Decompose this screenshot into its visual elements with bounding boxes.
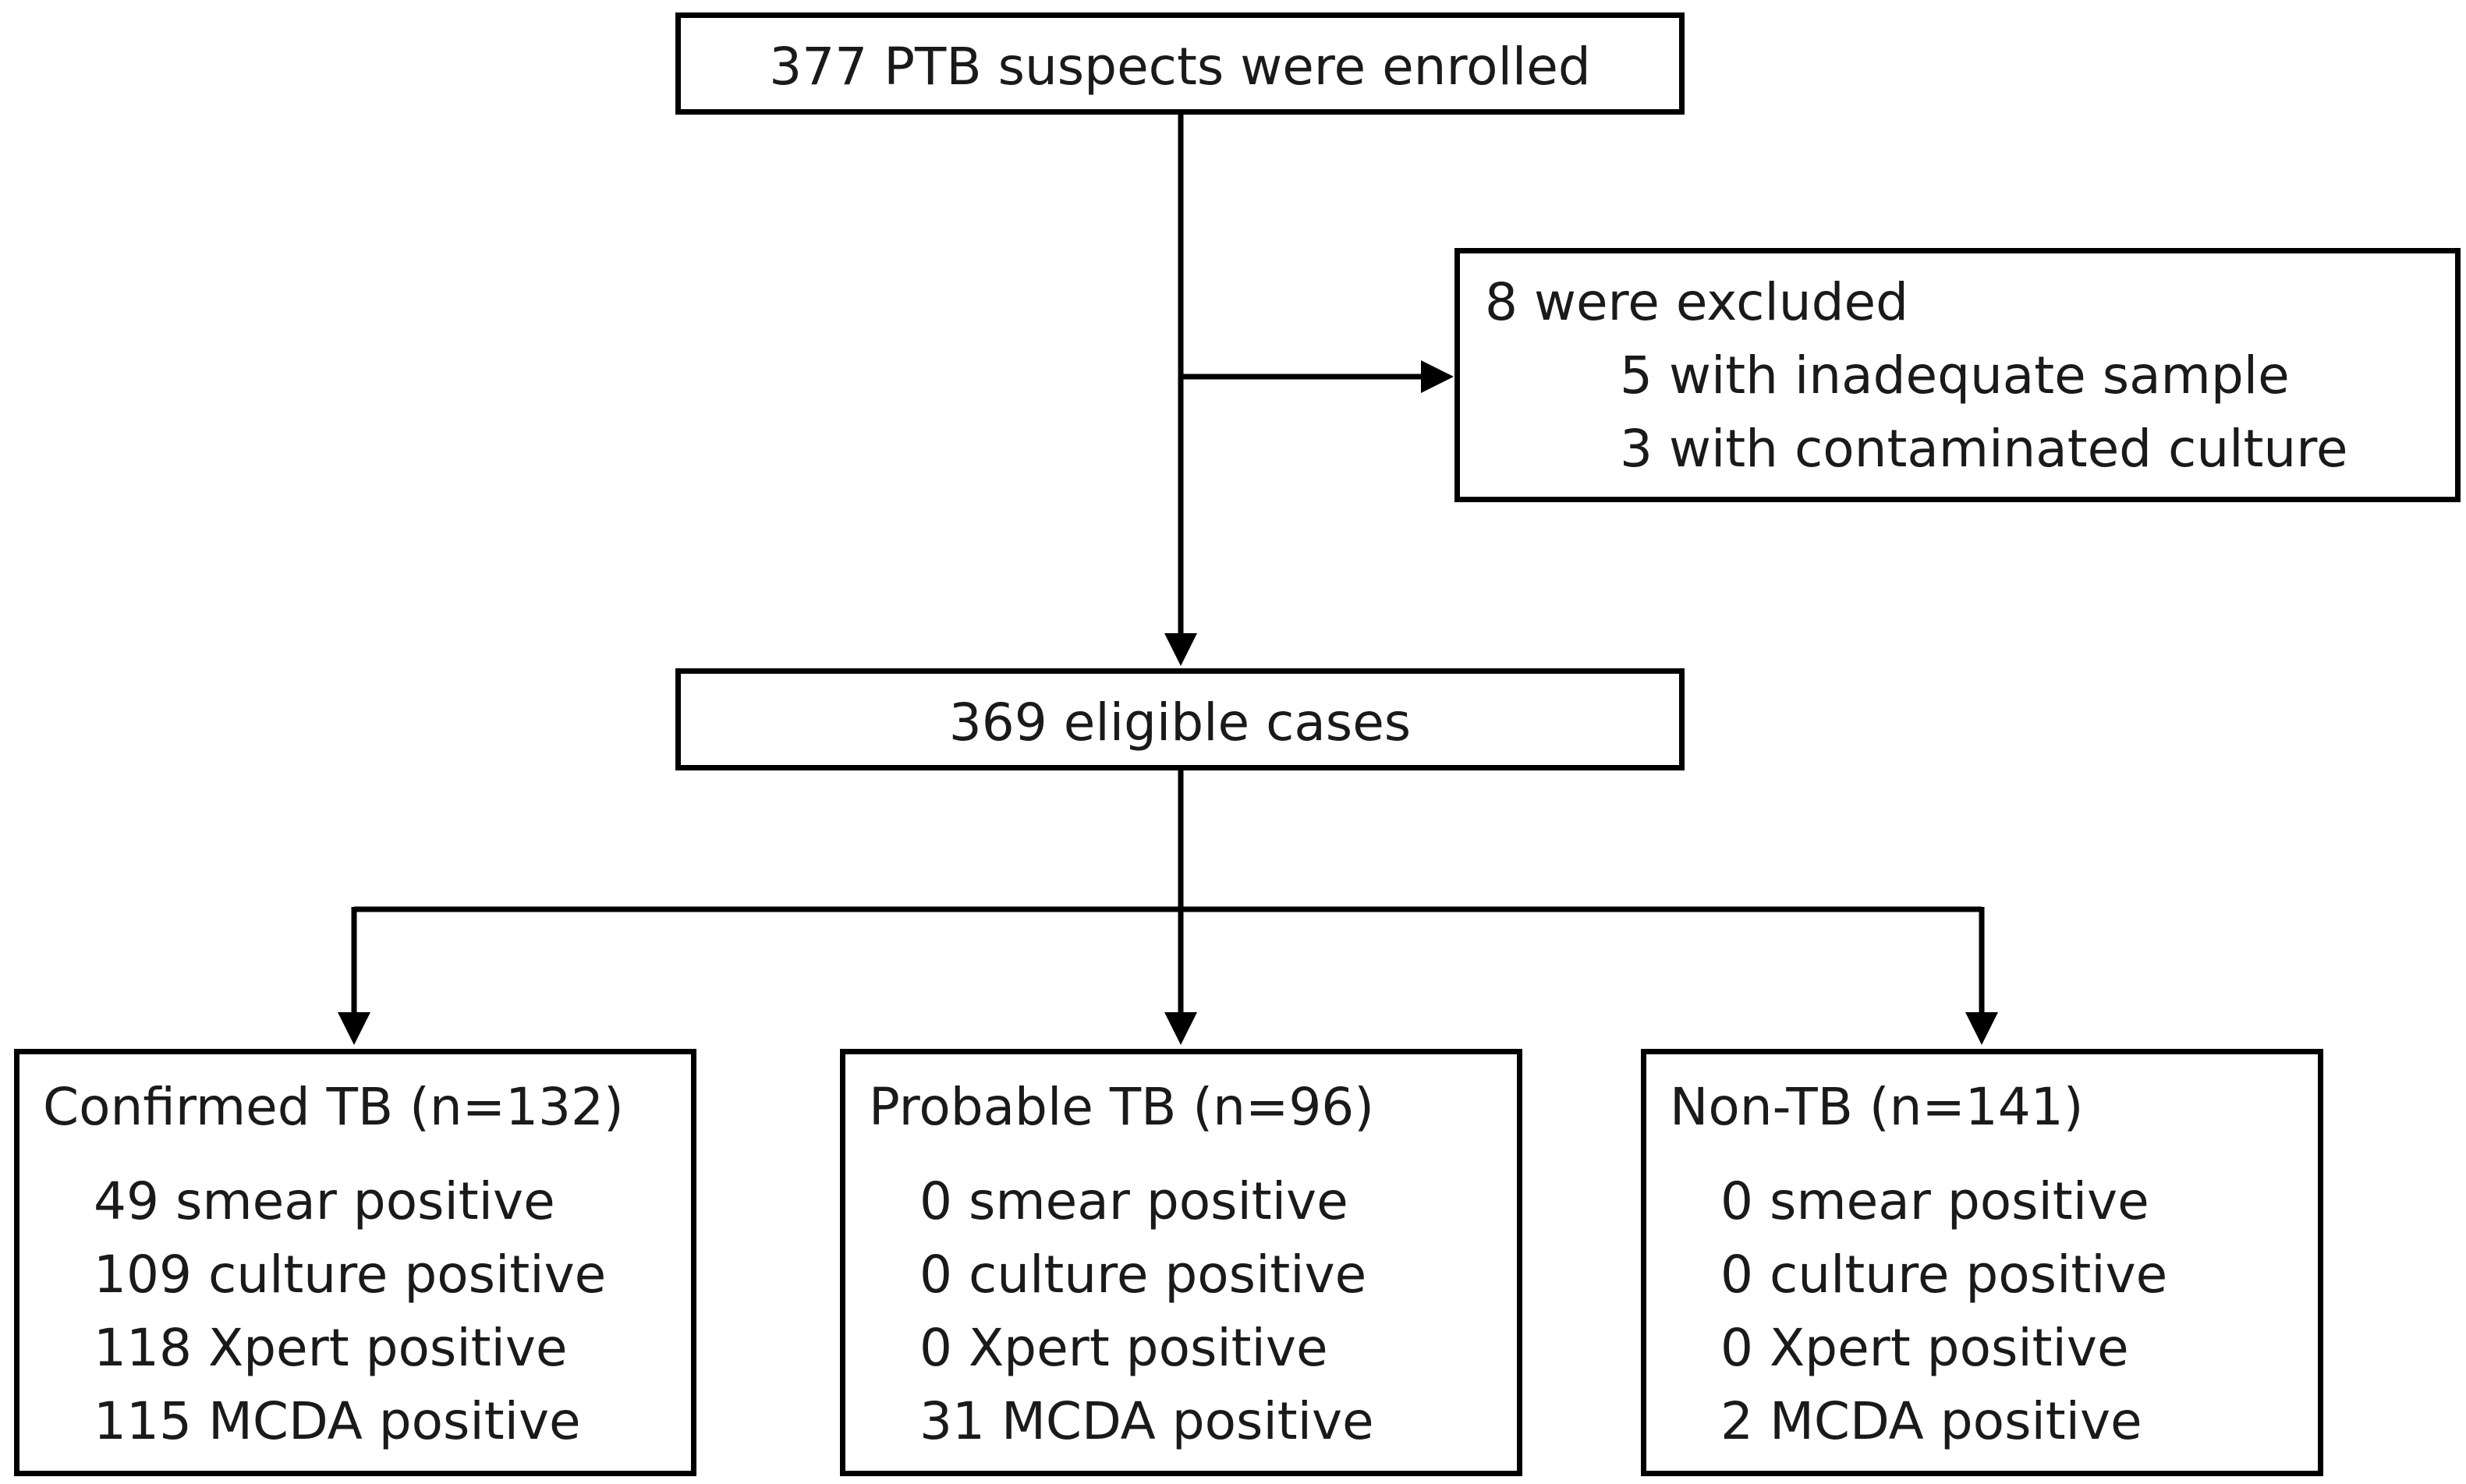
excluded-reason: 5 with inadequate sample — [1620, 345, 2290, 406]
eligible-label: 369 eligible cases — [948, 692, 1412, 753]
eligible-box: 369 eligible cases — [675, 668, 1685, 770]
excluded-reason: 3 with contaminated culture — [1620, 419, 2348, 479]
group-item: 0 culture positive — [1720, 1245, 2168, 1305]
enrolled-label: 377 PTB suspects were enrolled — [769, 37, 1591, 97]
group-title: Non-TB (n=141) — [1670, 1077, 2084, 1137]
confirmed-tb-box: Confirmed TB (n=132) 49 smear positive 1… — [14, 1049, 696, 1476]
non-tb-box: Non-TB (n=141) 0 smear positive 0 cultur… — [1641, 1049, 2323, 1476]
group-item: 0 smear positive — [919, 1171, 1348, 1231]
probable-tb-box: Probable TB (n=96) 0 smear positive 0 cu… — [840, 1049, 1522, 1476]
group-title: Probable TB (n=96) — [869, 1077, 1375, 1137]
group-item: 0 Xpert positive — [919, 1318, 1328, 1378]
excluded-title: 8 were excluded — [1485, 272, 1909, 332]
group-item: 49 smear positive — [94, 1171, 555, 1231]
group-item: 2 MCDA positive — [1720, 1391, 2142, 1451]
excluded-box: 8 were excluded 5 with inadequate sample… — [1454, 248, 2461, 502]
group-item: 0 culture positive — [919, 1245, 1367, 1305]
enrolled-box: 377 PTB suspects were enrolled — [675, 12, 1685, 115]
group-item: 109 culture positive — [94, 1245, 607, 1305]
group-item: 115 MCDA positive — [94, 1391, 581, 1451]
group-item: 31 MCDA positive — [919, 1391, 1374, 1451]
group-item: 0 Xpert positive — [1720, 1318, 2129, 1378]
group-item: 0 smear positive — [1720, 1171, 2149, 1231]
group-item: 118 Xpert positive — [94, 1318, 568, 1378]
group-title: Confirmed TB (n=132) — [43, 1077, 624, 1137]
